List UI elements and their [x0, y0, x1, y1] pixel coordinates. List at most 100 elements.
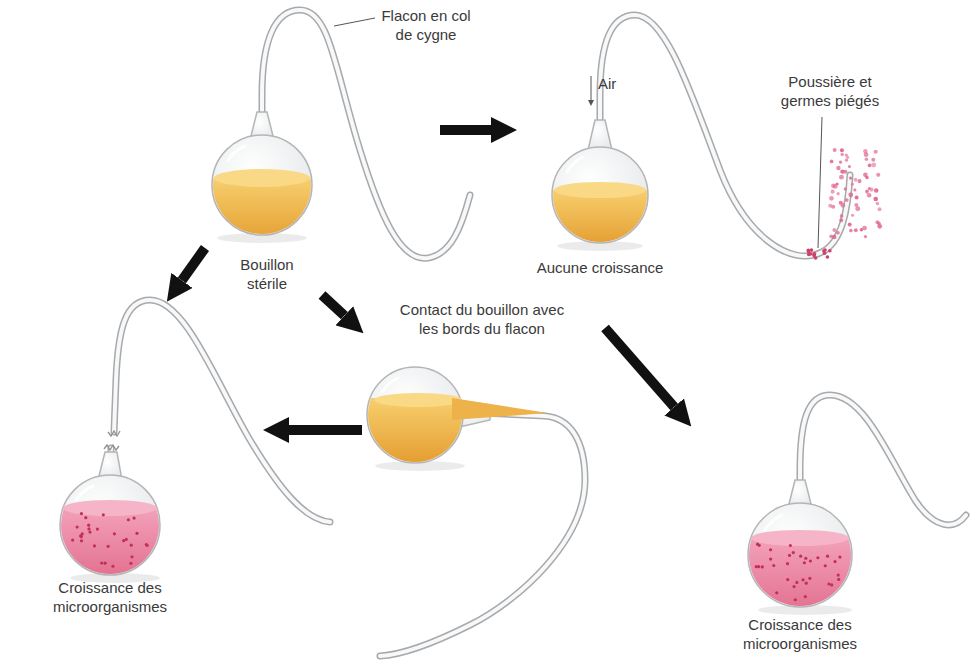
glass-highlight: [76, 146, 782, 530]
dust-particle: [851, 214, 854, 217]
dust-particle: [851, 183, 854, 186]
germ: [80, 535, 83, 538]
dust-particle: [871, 158, 875, 162]
dust-particle: [846, 156, 849, 159]
process-arrow: [605, 328, 674, 407]
dust-particle: [837, 192, 840, 195]
dust-particle: [831, 190, 835, 194]
germ: [113, 532, 116, 535]
germ: [786, 578, 789, 581]
germ: [804, 595, 807, 598]
dust-particle: [845, 158, 848, 161]
dust-particle: [878, 207, 882, 211]
germ: [792, 585, 795, 588]
dust-particle: [831, 184, 836, 189]
germ: [130, 555, 133, 558]
dust-particle: [848, 223, 852, 227]
dust-particle: [833, 148, 837, 152]
dust-particle: [874, 150, 878, 154]
dust-particle: [839, 218, 843, 222]
dust-particle: [862, 226, 867, 231]
trapped-germ: [813, 252, 817, 256]
dust-particle: [863, 149, 867, 153]
germ: [102, 513, 105, 516]
germ: [838, 556, 841, 559]
dust-particle: [832, 228, 836, 232]
flask-stage: Bouillon stérile: [205, 5, 440, 295]
dust-particle: [836, 166, 840, 170]
germ: [127, 518, 130, 521]
germ: [103, 562, 106, 565]
dust-particle: [854, 228, 858, 232]
dust-particle: [864, 235, 867, 238]
germ: [135, 532, 138, 535]
germ: [111, 565, 114, 568]
germ: [145, 543, 148, 546]
germ: [84, 516, 87, 519]
dust-particle: [867, 193, 872, 198]
dust-particle: [831, 205, 835, 209]
trapped-germ: [826, 255, 830, 259]
germ: [80, 512, 83, 515]
trapped-germ: [814, 256, 818, 260]
dust-particle: [840, 170, 844, 174]
trapped-germ: [828, 249, 832, 253]
germ: [816, 556, 819, 559]
callout-label: Poussière et germes piégés: [770, 72, 890, 110]
dust-particle: [840, 203, 845, 208]
dust-particle: [848, 223, 851, 226]
germ: [805, 582, 808, 585]
germ: [129, 562, 132, 565]
germ: [837, 578, 840, 581]
flask-stage: Contact du bouillon avec les bords du fl…: [362, 298, 605, 470]
dust-particle: [865, 190, 869, 194]
germ: [775, 591, 778, 594]
air-label: Air: [598, 74, 638, 93]
dust-particle: [840, 153, 843, 156]
germ: [80, 539, 83, 542]
dust-particle: [865, 158, 868, 161]
germ: [804, 557, 807, 560]
flask-neck: [98, 112, 812, 508]
germ: [788, 554, 791, 557]
dust-particle: [829, 196, 834, 201]
dust-particle: [844, 187, 847, 190]
stage-caption: Croissance des microorganismes: [715, 615, 885, 653]
germ: [801, 578, 804, 581]
germ: [789, 544, 792, 547]
broth: [55, 169, 865, 613]
dust-particle: [849, 177, 852, 180]
germ: [76, 525, 79, 528]
dust-particle: [840, 214, 844, 218]
germ: [803, 561, 806, 564]
germ: [799, 555, 802, 558]
dust-particle: [871, 163, 876, 168]
leader-line: [334, 18, 822, 248]
germ: [146, 544, 149, 547]
dust-particle: [857, 179, 861, 183]
germ: [122, 539, 125, 542]
germ: [792, 551, 795, 554]
germ: [96, 527, 99, 530]
germ: [107, 545, 110, 548]
dust-particle: [876, 202, 880, 206]
germ: [824, 564, 827, 567]
germs: [71, 148, 882, 601]
germ: [826, 555, 829, 558]
process-arrow: [182, 248, 205, 280]
germ: [755, 565, 758, 568]
dust-particle: [830, 160, 834, 164]
process-arrow: [440, 125, 491, 135]
swan-neck: [110, 10, 966, 656]
germ: [795, 581, 798, 584]
germ: [772, 564, 775, 567]
dust-particle: [854, 203, 858, 207]
germ: [130, 544, 133, 547]
dust-particle: [839, 160, 842, 163]
germ: [100, 561, 103, 564]
dust-particle: [854, 178, 858, 182]
germ: [132, 516, 135, 519]
dust-particle: [874, 188, 879, 193]
broken-neck: [104, 431, 120, 450]
dust-particle: [839, 175, 844, 180]
